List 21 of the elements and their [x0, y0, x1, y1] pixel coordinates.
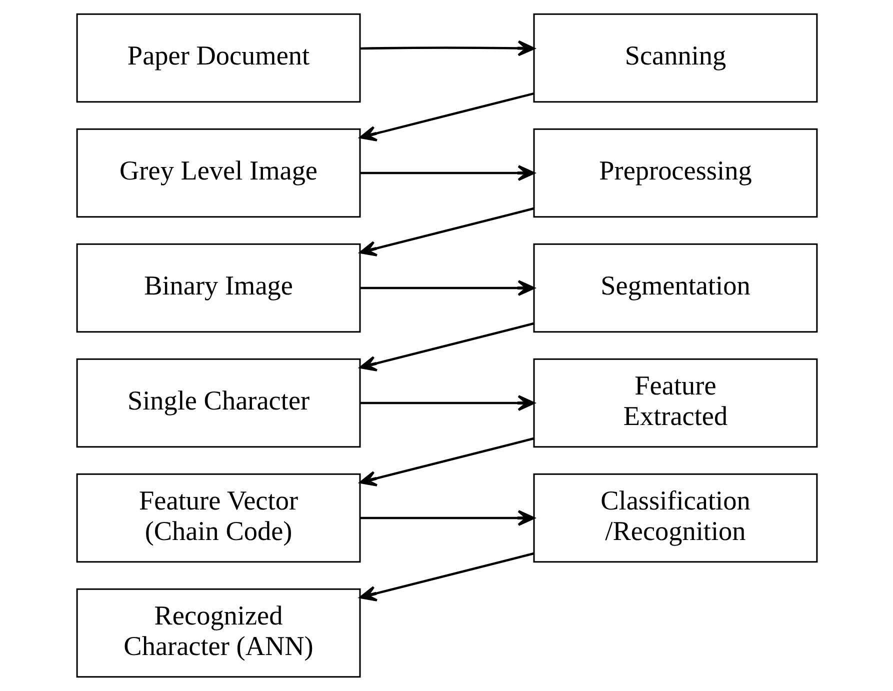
node-box: Scanning: [532, 13, 818, 103]
arrow: [358, 437, 534, 486]
node-box: Feature Vector (Chain Code): [76, 473, 360, 563]
node-box: Grey Level Image: [76, 128, 360, 218]
arrow: [360, 165, 534, 181]
node-box: Recognized Character (ANN): [76, 588, 360, 678]
arrow: [360, 280, 534, 296]
arrow: [358, 92, 534, 142]
node-box: Classification /Recognition: [532, 473, 818, 563]
arrow: [358, 322, 534, 372]
node-box: Single Character: [76, 358, 360, 448]
arrow: [358, 207, 534, 256]
node-box: Segmentation: [532, 243, 818, 333]
node-box: Feature Extracted: [532, 358, 818, 448]
node-box: Preprocessing: [532, 128, 818, 218]
arrow: [360, 40, 534, 56]
arrow: [360, 510, 534, 526]
arrow: [360, 395, 534, 411]
node-box: Binary Image: [76, 243, 360, 333]
node-box: Paper Document: [76, 13, 360, 103]
arrow: [358, 552, 534, 602]
